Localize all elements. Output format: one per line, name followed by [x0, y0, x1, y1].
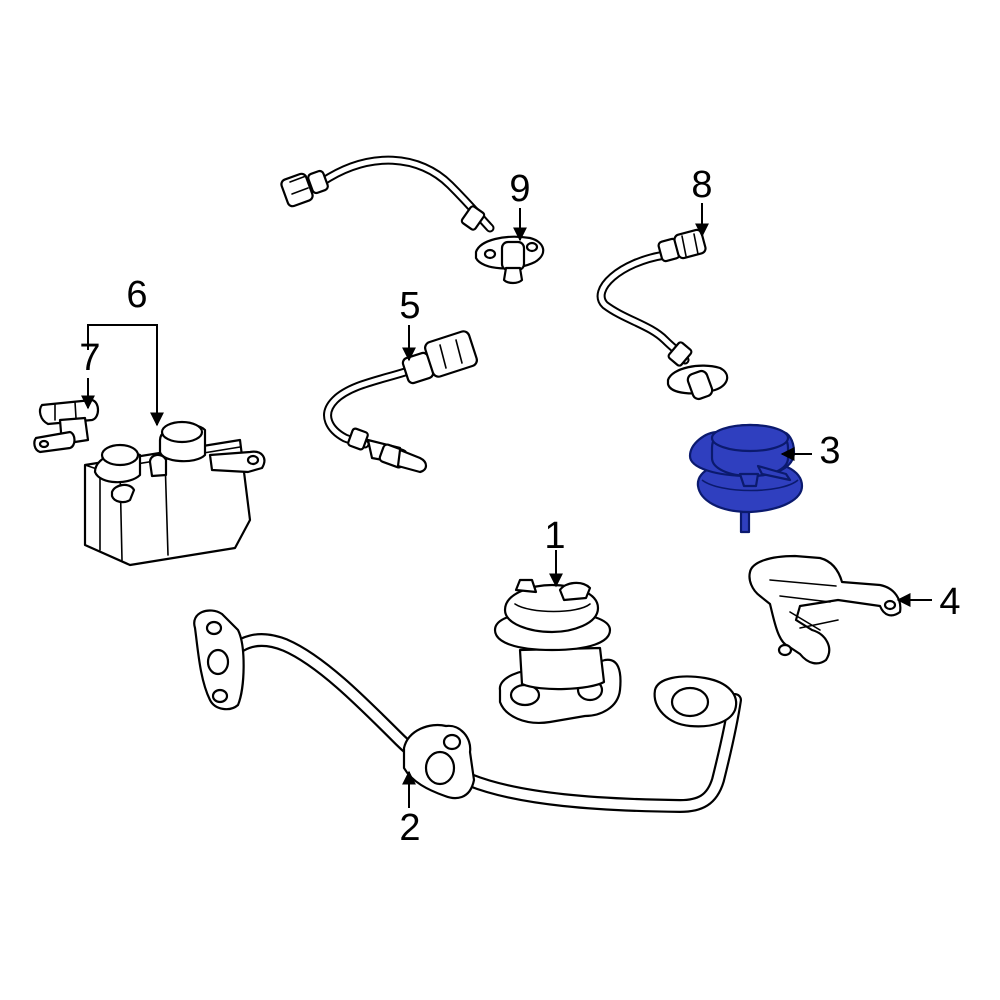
callout-labels: 1 2 3 4 5 6 7 8 9: [79, 164, 960, 849]
part-4-bracket[interactable]: [748, 554, 902, 665]
callout-7[interactable]: 7: [79, 337, 100, 379]
callout-9[interactable]: 9: [509, 168, 530, 210]
callout-3[interactable]: 3: [819, 430, 840, 472]
callout-5[interactable]: 5: [399, 285, 420, 327]
callout-4[interactable]: 4: [939, 581, 960, 623]
part-5-oxygen-sensor[interactable]: [323, 330, 479, 474]
leader-6: [87, 324, 164, 427]
part-9-oxygen-sensor[interactable]: [280, 155, 545, 285]
part-7-vsv-valve[interactable]: [33, 398, 100, 454]
leader-lines: [81, 203, 932, 808]
part-8-oxygen-sensor[interactable]: [596, 228, 729, 401]
callout-2[interactable]: 2: [399, 807, 420, 849]
callout-1[interactable]: 1: [544, 515, 565, 557]
part-2-egr-pipe[interactable]: [193, 609, 742, 813]
callout-8[interactable]: 8: [691, 164, 712, 206]
callout-6[interactable]: 6: [126, 274, 147, 316]
part-3-egr-modulator[interactable]: [688, 423, 804, 534]
part-1-egr-valve[interactable]: [493, 578, 622, 724]
part-6-charcoal-canister[interactable]: [83, 420, 266, 567]
